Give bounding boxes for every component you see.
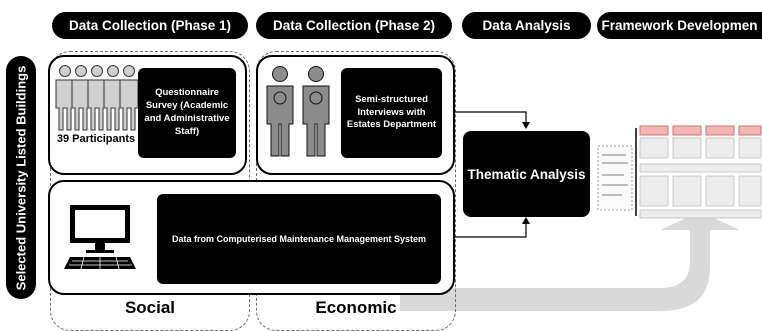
questionnaire-survey-box: Questionnaire Survey (Academic and Admin… xyxy=(138,68,236,158)
framework-thumbnail xyxy=(597,125,762,219)
header-phase-2-label: Data Collection (Phase 2) xyxy=(272,18,436,33)
header-framework-development: Framework Developmen xyxy=(597,12,762,39)
thematic-analysis-label: Thematic Analysis xyxy=(467,166,586,182)
header-data-collection-phase-1: Data Collection (Phase 1) xyxy=(52,12,248,39)
thematic-analysis-box: Thematic Analysis xyxy=(463,131,590,217)
header-framework-label: Framework Developmen xyxy=(601,18,758,33)
cmms-box: Data from Computerised Maintenance Manag… xyxy=(157,194,441,284)
cmms-label: Data from Computerised Maintenance Manag… xyxy=(171,234,427,244)
framework-arrow xyxy=(400,212,740,311)
interviews-label: Semi-structured Interviews with Estates … xyxy=(346,93,437,131)
person-icon xyxy=(266,66,330,157)
connector-arrows xyxy=(455,111,530,238)
social-label: Social xyxy=(124,298,176,317)
side-label-pill: Selected University Listed Buildings xyxy=(6,56,36,299)
computer-icon xyxy=(64,205,136,270)
economic-label: Economic xyxy=(315,298,397,317)
interviews-box: Semi-structured Interviews with Estates … xyxy=(341,68,442,158)
participants-count: 39 Participants xyxy=(56,133,136,145)
header-data-analysis: Data Analysis xyxy=(462,12,591,39)
people-group-icon xyxy=(55,65,139,131)
questionnaire-survey-label: Questionnaire Survey (Academic and Admin… xyxy=(144,87,230,137)
header-data-collection-phase-2: Data Collection (Phase 2) xyxy=(256,12,452,39)
header-analysis-label: Data Analysis xyxy=(482,18,571,33)
header-phase-1-label: Data Collection (Phase 1) xyxy=(68,18,232,33)
